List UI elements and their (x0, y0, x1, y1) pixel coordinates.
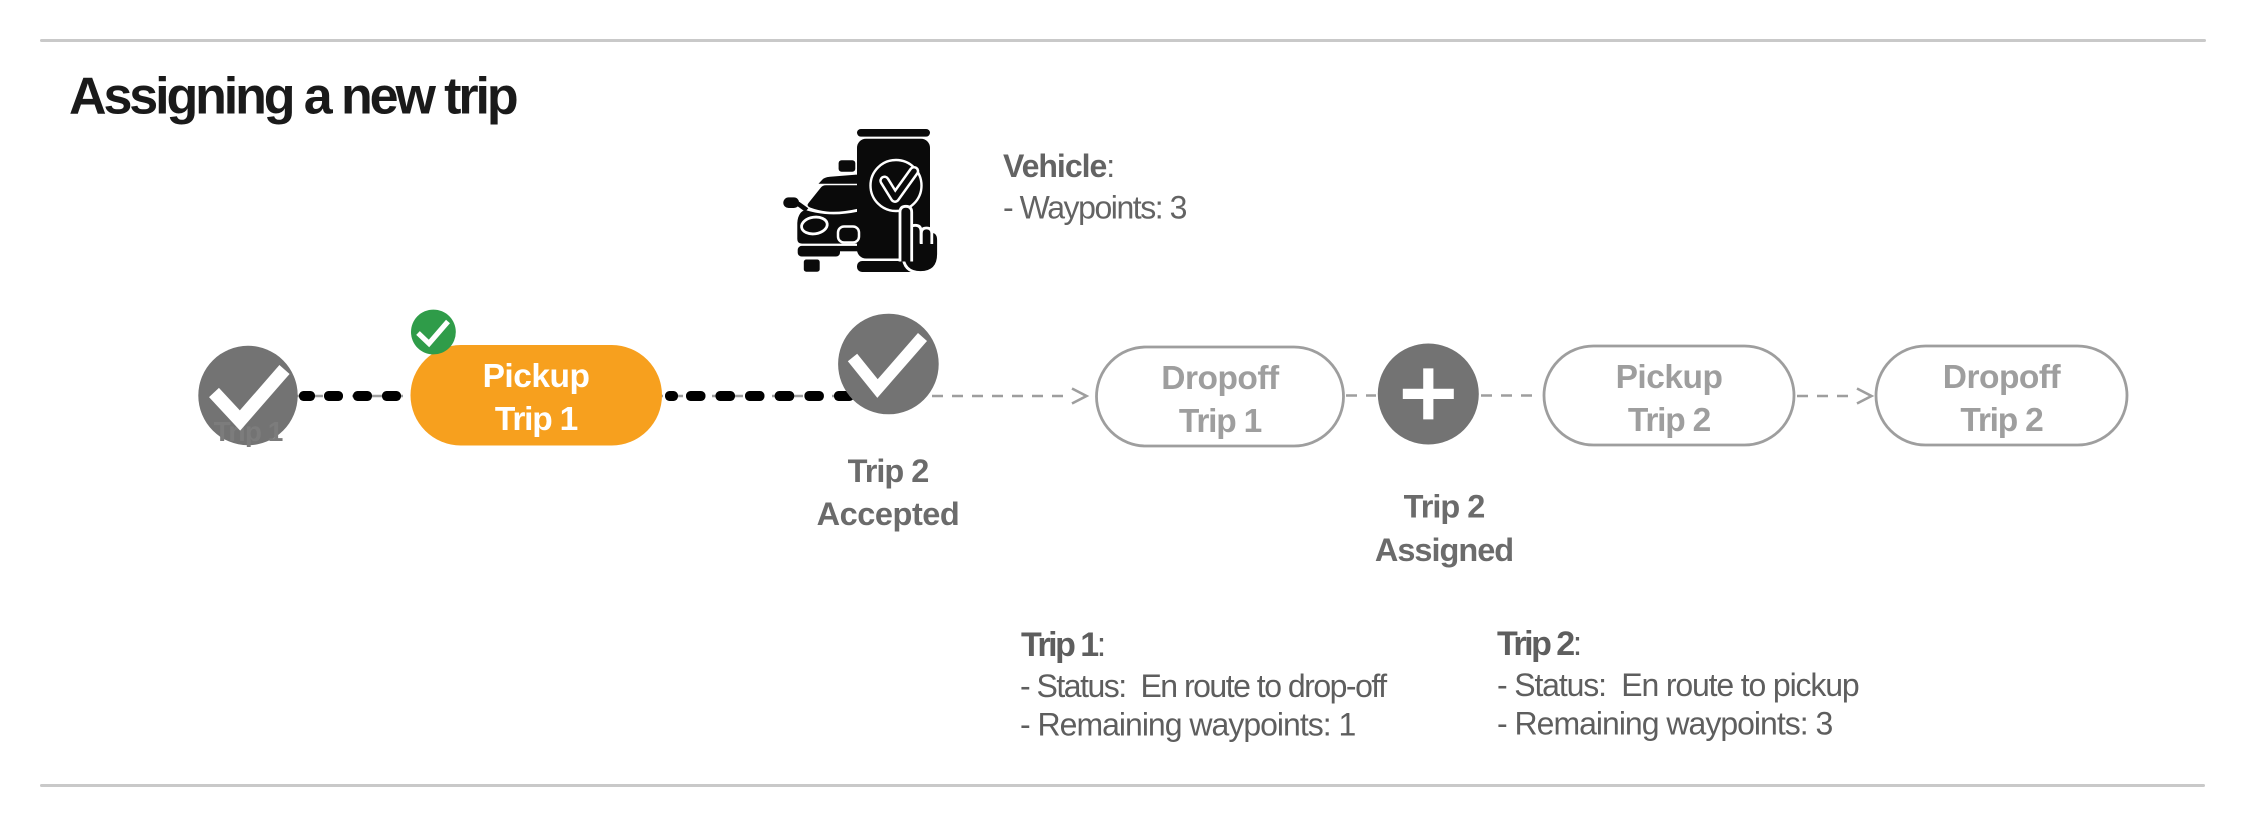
svg-text:- Status: En route to pickup: - Status: En route to pickup (1497, 667, 1859, 703)
svg-text:Dropoff: Dropoff (1161, 360, 1280, 397)
svg-text:Trip 2:: Trip 2: (1497, 625, 1580, 663)
svg-text:Assigned: Assigned (1375, 532, 1513, 568)
svg-text:Assigning a new trip: Assigning a new trip (69, 68, 517, 126)
svg-text:Trip 2: Trip 2 (1628, 402, 1711, 439)
svg-text:Vehicle:: Vehicle: (1003, 148, 1114, 184)
svg-text:- Waypoints: 3: - Waypoints: 3 (1003, 190, 1187, 226)
svg-text:Trip 1:: Trip 1: (1021, 626, 1104, 664)
svg-text:Pickup: Pickup (1616, 359, 1723, 396)
svg-text:- Status: En route to drop-of: - Status: En route to drop-off (1020, 668, 1387, 704)
svg-text:Trip 2: Trip 2 (1960, 402, 2043, 439)
svg-text:- Remaining waypoints: 1: - Remaining waypoints: 1 (1020, 707, 1355, 743)
svg-text:Trip 1: Trip 1 (214, 416, 283, 447)
svg-text:Dropoff: Dropoff (1943, 359, 2062, 396)
svg-text:Trip 1: Trip 1 (1179, 403, 1262, 440)
svg-text:- Remaining waypoints: 3: - Remaining waypoints: 3 (1497, 706, 1832, 742)
svg-text:Pickup: Pickup (483, 358, 590, 395)
svg-text:Trip 2: Trip 2 (848, 453, 929, 489)
svg-text:Trip 1: Trip 1 (495, 401, 578, 438)
svg-text:Trip 2: Trip 2 (1404, 489, 1485, 525)
svg-text:Accepted: Accepted (817, 496, 960, 532)
